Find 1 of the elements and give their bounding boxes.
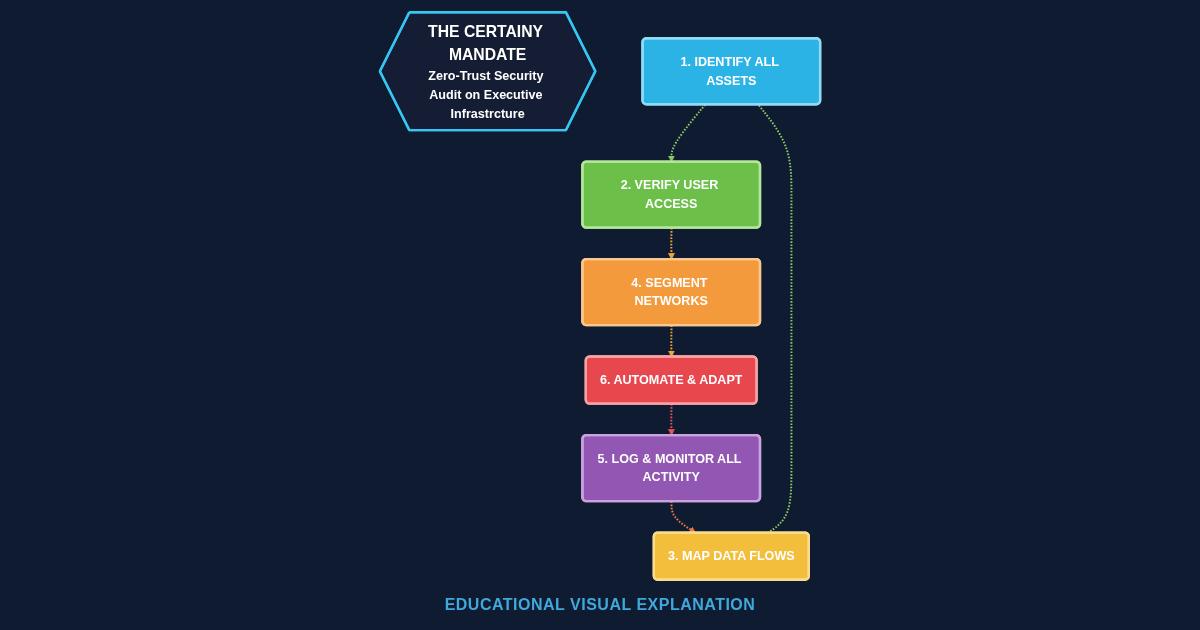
footer-caption: EDUCATIONAL VISUAL EXPLANATION: [444, 596, 756, 614]
